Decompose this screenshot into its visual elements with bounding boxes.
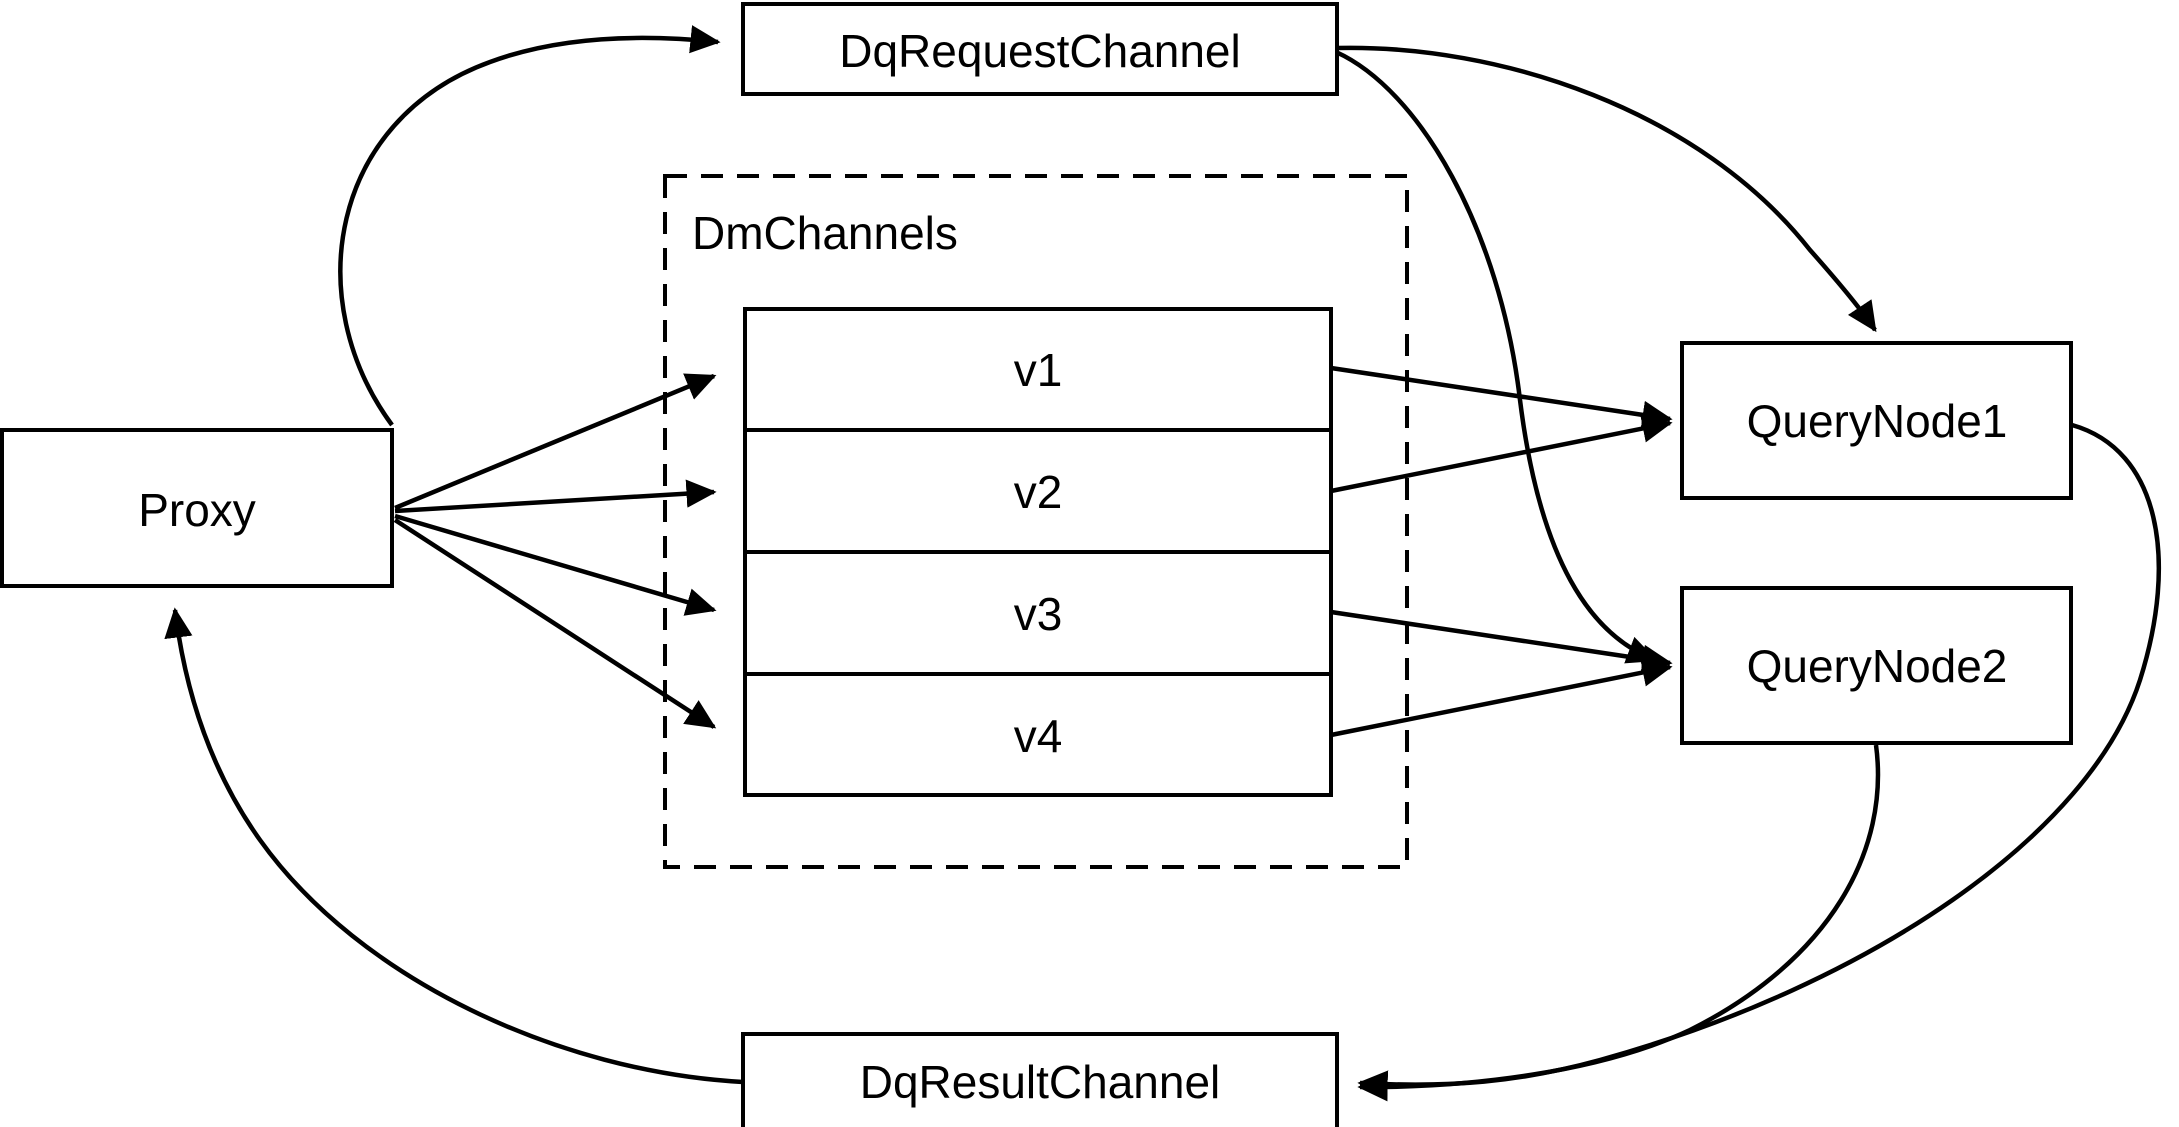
node-query-node-1-label: QueryNode1 — [1747, 395, 2008, 447]
node-proxy[interactable] — [0, 428, 394, 588]
edge-v1-to-query-node-1 — [1330, 365, 1673, 429]
edge-v3-to-query-node-2 — [1330, 609, 1673, 673]
node-query-node-1[interactable] — [1680, 341, 2073, 500]
edge-proxy-to-v1 — [394, 373, 717, 511]
edge-query-node-2-to-dq-result-channel — [1357, 744, 1881, 1102]
node-dq-result-channel-label: DqResultChannel — [860, 1056, 1221, 1108]
node-proxy-label: Proxy — [138, 484, 256, 536]
edge-dq-request-channel-to-query-node-2 — [1335, 49, 1658, 664]
edge-proxy-to-v3 — [394, 513, 717, 616]
dm-channel-v1-label: v1 — [1014, 344, 1063, 396]
node-query-node-2[interactable] — [1680, 586, 2073, 745]
edge-proxy-to-v4 — [393, 518, 717, 729]
edge-dq-request-channel-to-query-node-1 — [1335, 45, 1877, 333]
node-dq-request-channel[interactable] — [741, 2, 1339, 96]
node-dq-result-channel[interactable] — [741, 1032, 1339, 1127]
node-query-node-2-label: QueryNode2 — [1747, 640, 2008, 692]
edge-dq-result-channel-to-proxy — [164, 607, 744, 1085]
dm-channel-v4-label: v4 — [1014, 710, 1063, 762]
dm-channel-v2-label: v2 — [1014, 466, 1063, 518]
edge-proxy-to-v2 — [394, 479, 717, 514]
dm-channels-group — [663, 174, 1409, 869]
edge-proxy-to-dq-request-channel — [338, 25, 721, 427]
edge-v4-to-query-node-2 — [1330, 658, 1673, 738]
dm-channels-group-label: DmChannels — [692, 207, 958, 259]
node-dq-request-channel-label: DqRequestChannel — [839, 25, 1241, 77]
dm-channel-v3-label: v3 — [1014, 588, 1063, 640]
edge-v2-to-query-node-1 — [1330, 414, 1673, 494]
